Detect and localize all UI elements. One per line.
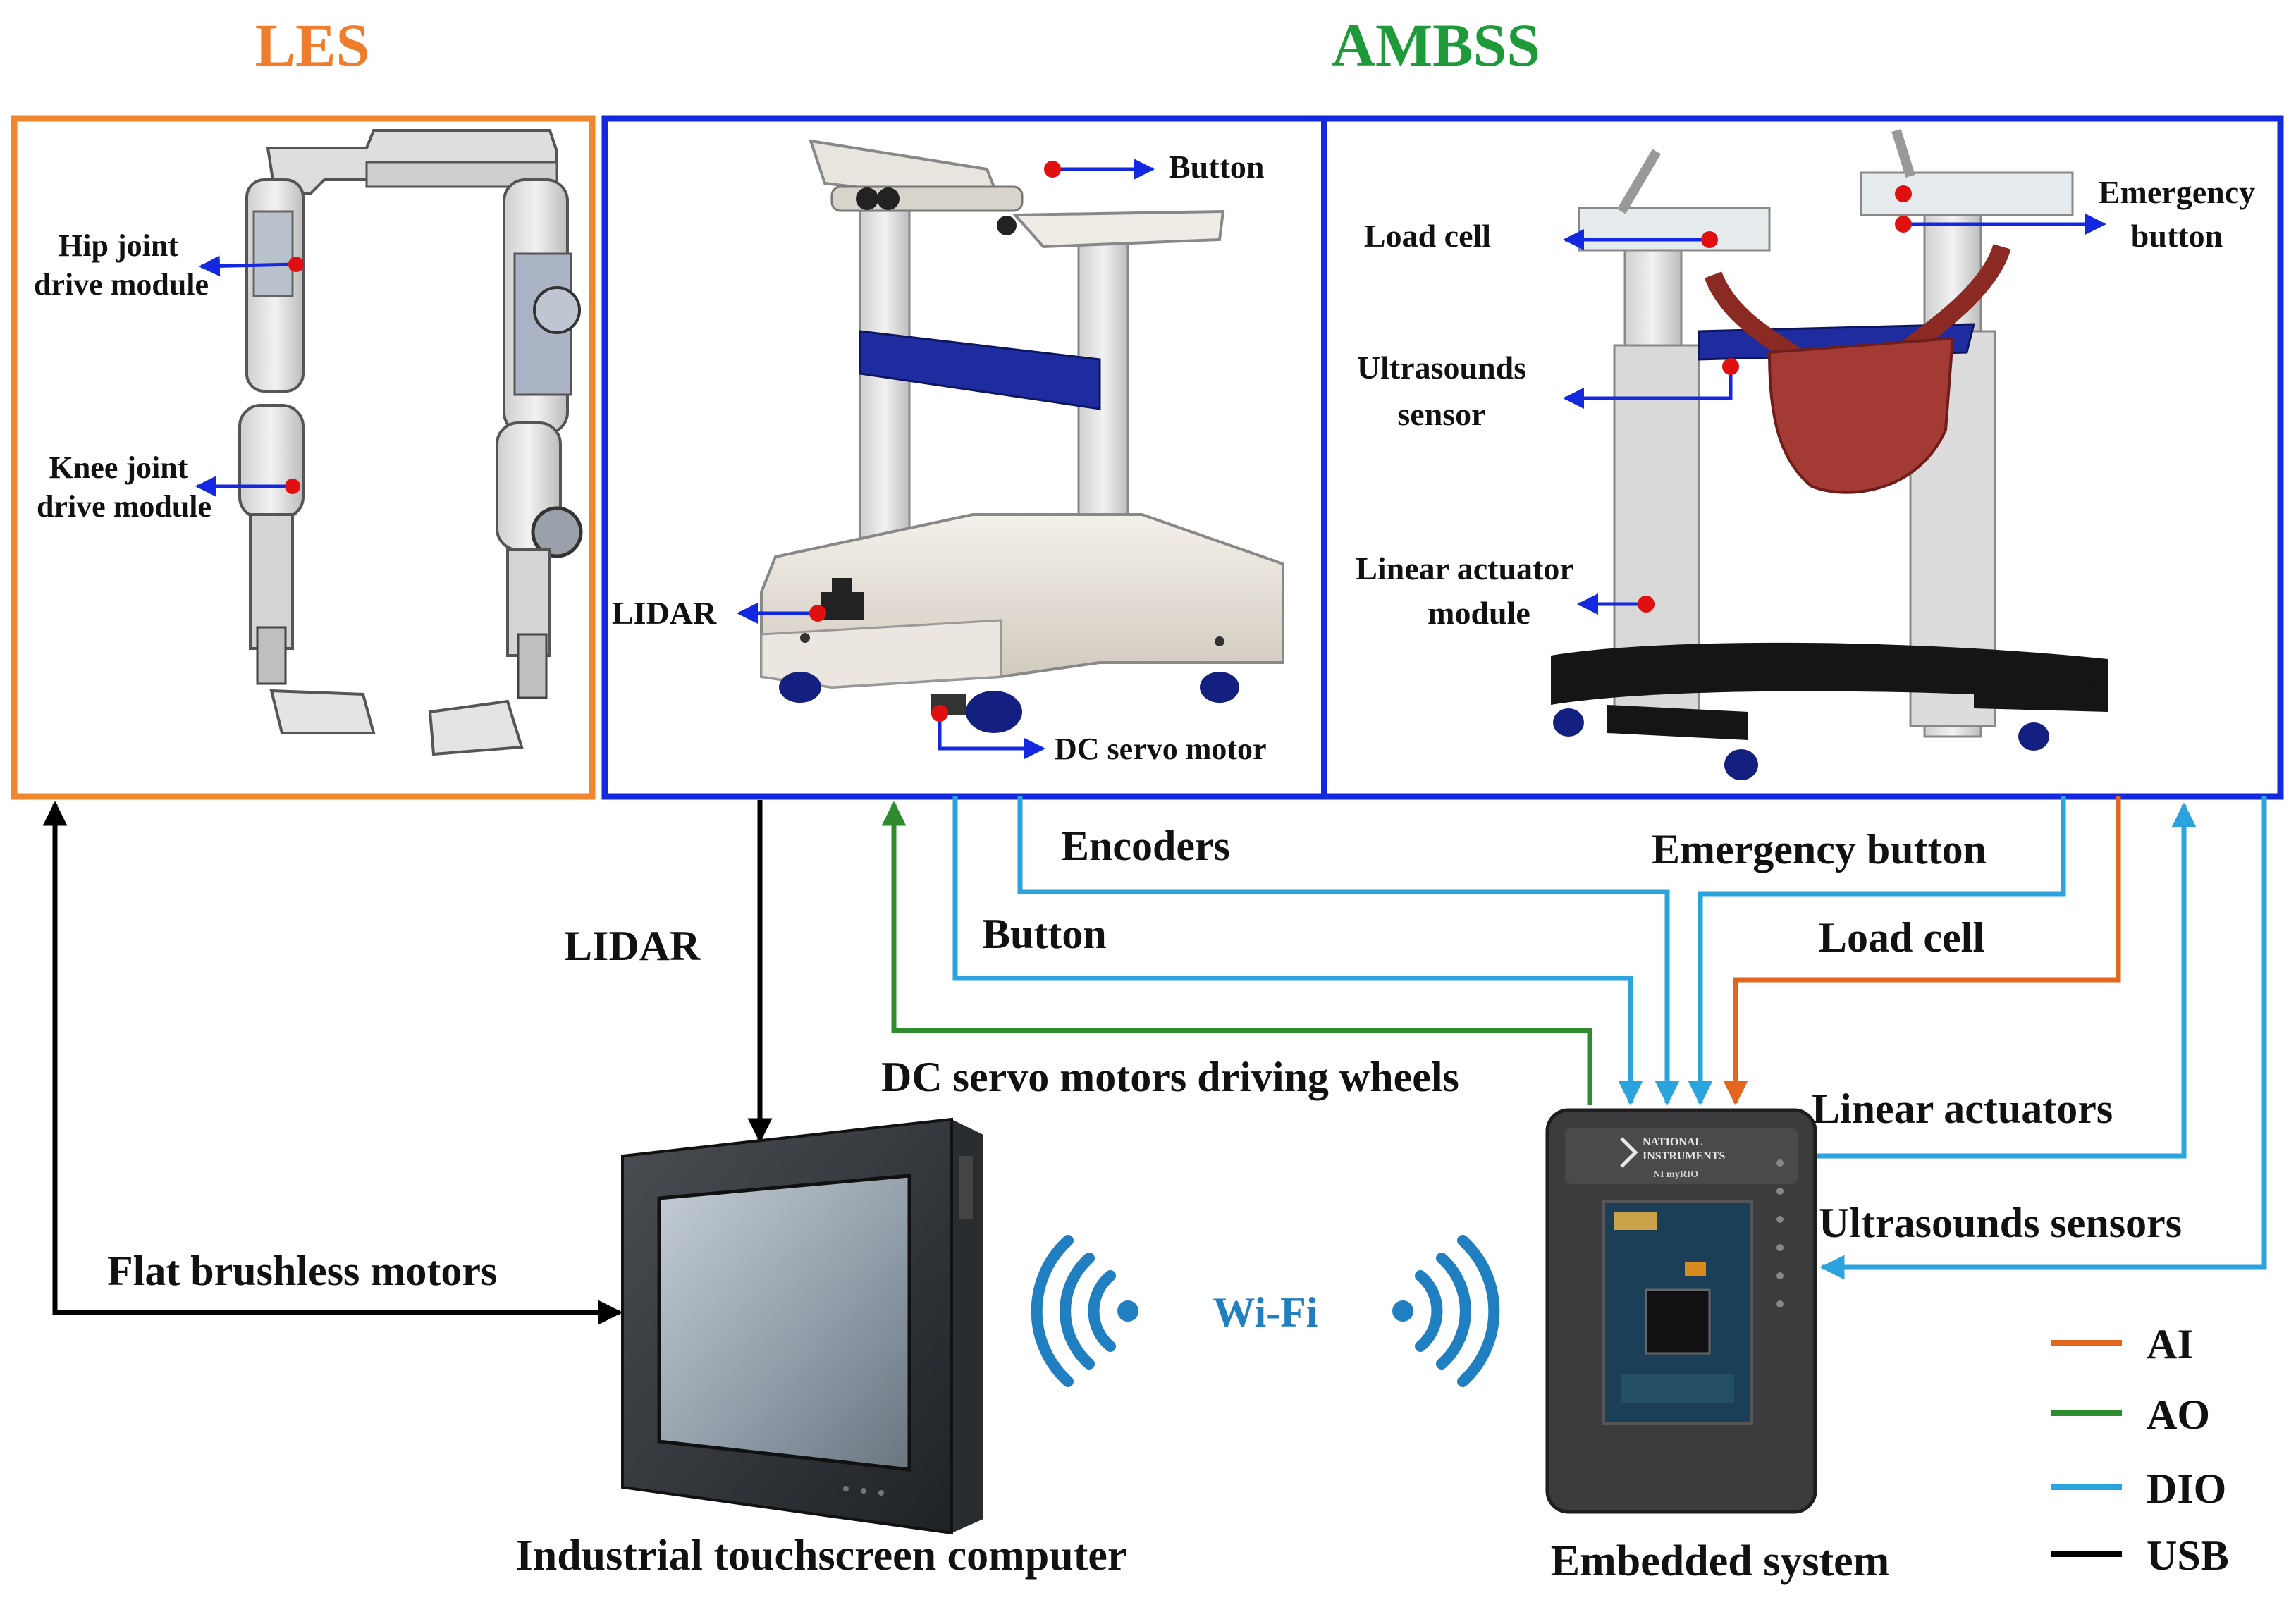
ultrasounds-label-line-2: sensor [1397, 396, 1485, 432]
legend-usb-label: USB [2147, 1532, 2229, 1579]
ambss-title: AMBSS [1332, 11, 1540, 79]
usb-line-flat-brushless-motors [42, 801, 623, 1325]
les-title: LES [255, 11, 370, 79]
signal-linear-actuators-label: Linear actuators [1812, 1085, 2113, 1132]
knee-joint-label-line-2: drive module [37, 489, 211, 524]
hip-joint-pointer [199, 255, 304, 277]
mobile-cart-illustration [760, 139, 1284, 733]
emergency-label-line-1: Emergency [2099, 174, 2255, 210]
ultrasounds-label-line-1: Ultrasounds [1357, 350, 1526, 386]
knee-joint-label-line-1: Knee joint [49, 450, 188, 485]
hip-joint-label-line-2: drive module [34, 267, 209, 302]
dc-servo-motor-pointer [931, 705, 1045, 759]
ai-line-load-cell [1723, 796, 2121, 1106]
emergency-button-pointer [1895, 185, 2106, 235]
ambss-panel-frame [601, 115, 2284, 800]
dio-line-emergency-button [1688, 796, 2066, 1106]
emergency-label-line-2: button [2131, 218, 2223, 254]
signal-legend: AI AO DIO USB [2051, 1321, 2229, 1579]
ni-brand-line-2: INSTRUMENTS [1643, 1150, 1725, 1162]
les-panel-frame [11, 115, 596, 800]
signal-lidar-label: LIDAR [564, 923, 701, 969]
hip-joint-label-line-1: Hip joint [59, 228, 178, 263]
legend-ai-label: AI [2147, 1321, 2194, 1367]
dio-line-ultrasounds-sensors [1819, 796, 2267, 1280]
signal-flat-brushless-motors-label: Flat brushless motors [107, 1248, 497, 1294]
signal-load-cell-label: Load cell [1819, 914, 1984, 961]
knee-joint-pointer [195, 476, 300, 497]
signal-encoders-label: Encoders [1061, 823, 1230, 869]
signal-emergency-button-label: Emergency button [1652, 826, 1987, 873]
linear-actuator-label-line-2: module [1428, 595, 1530, 631]
computer-label: Industrial touchscreen computer [516, 1532, 1127, 1580]
linear-actuator-pointer [1577, 593, 1655, 615]
signal-button-label: Button [982, 911, 1107, 957]
button-pointer [1044, 159, 1155, 180]
body-weight-support-frame-illustration [1551, 128, 2108, 780]
load-cell-pointer [1563, 229, 1718, 250]
embedded-system-device: NATIONAL INSTRUMENTS NI myRIO [1545, 1108, 1817, 1514]
legend-dio-label: DIO [2147, 1465, 2226, 1512]
exoskeleton-illustration [238, 129, 583, 756]
ao-line-dc-servo-motors [881, 801, 1592, 1105]
dio-line-encoders [1017, 796, 1680, 1106]
dio-line-button [952, 796, 1643, 1106]
cart-lidar-label: LIDAR [612, 595, 717, 631]
linear-actuator-label-line-1: Linear actuator [1356, 550, 1574, 586]
industrial-touchscreen-computer [621, 1117, 983, 1535]
wifi-left-icon [1031, 1235, 1138, 1387]
wifi-label: Wi-Fi [1213, 1289, 1318, 1336]
load-cell-label: Load cell [1364, 218, 1491, 254]
ni-brand-line-1: NATIONAL [1643, 1136, 1702, 1148]
lidar-pointer [737, 603, 826, 624]
signal-dc-servo-motors-label: DC servo motors driving wheels [881, 1054, 1459, 1100]
cart-dc-servo-motor-label: DC servo motor [1055, 732, 1267, 766]
wifi-right-icon [1392, 1235, 1500, 1387]
embedded-system-label: Embedded system [1551, 1537, 1890, 1585]
ultrasounds-sensor-pointer [1563, 358, 1739, 409]
ni-model-label: NI myRIO [1653, 1169, 1698, 1180]
signal-ultrasounds-sensors-label: Ultrasounds sensors [1819, 1200, 2182, 1246]
dio-line-linear-actuators [1815, 802, 2197, 1159]
legend-ao-label: AO [2147, 1391, 2210, 1438]
cart-button-label: Button [1169, 149, 1264, 185]
